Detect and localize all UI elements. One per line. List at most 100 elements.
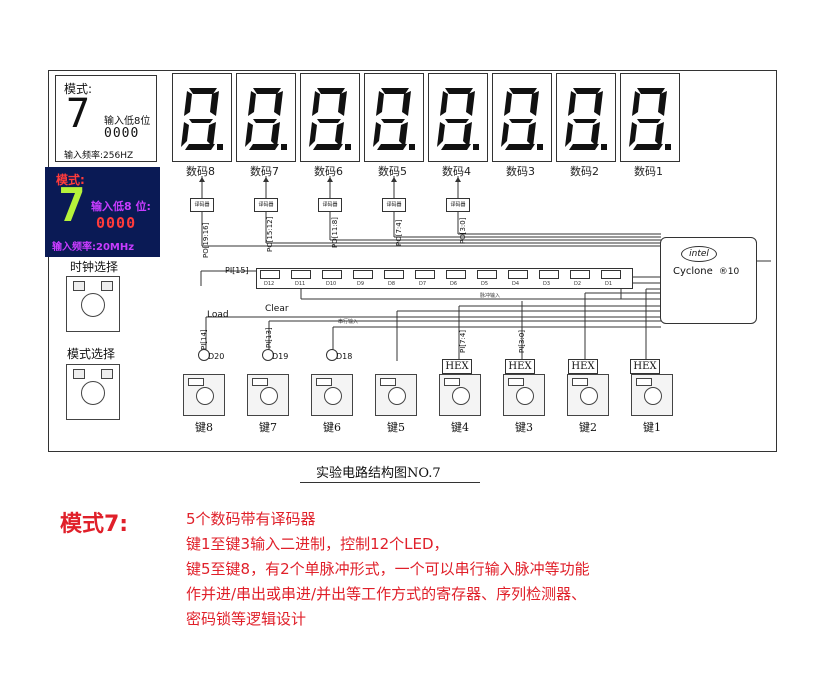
mode-select-pin-right [101,369,113,379]
mode-select-knob [81,381,105,405]
segment-4 [245,122,253,147]
key-4[interactable] [439,374,481,416]
pulse-led-label-d20: D20 [208,352,225,361]
segment-2 [399,122,408,147]
key-2[interactable] [567,374,609,416]
segment-6 [509,119,533,123]
decimal-point [409,144,415,150]
mode-panel-digits: 0000 [104,126,140,141]
po-label-5: PO[3:0] [459,217,467,244]
led-D4 [508,270,528,279]
key-3-knob [516,387,534,405]
hex-indicator-3: HEX [505,359,535,374]
segment-4 [501,122,509,147]
mode-panel-title: 模式: [64,82,93,96]
segment-3 [249,144,279,150]
segment-1 [530,91,539,116]
led-D7 [415,270,435,279]
display-label-4: 数码4 [442,165,471,178]
mode-panel-digit: 7 [66,91,91,137]
seven-seg-glyph-3 [501,88,543,150]
segment-0 [317,88,345,94]
key-7[interactable] [247,374,289,416]
key-8-tab [188,378,204,386]
pulse-led-d20 [198,349,210,361]
key-5[interactable] [375,374,417,416]
segment-5 [184,91,192,116]
key-label-1: 键1 [643,421,661,434]
led-strip [256,268,633,289]
seven-seg-glyph-6 [309,88,351,150]
key-label-8: 键8 [195,421,213,434]
led-label-D7: D7 [419,281,427,287]
segment-1 [338,91,347,116]
display-label-1: 数码1 [634,165,663,178]
clock-select-pin-left [73,281,85,291]
pulse-led-d19 [262,349,274,361]
segment-2 [271,122,280,147]
segment-2 [207,122,216,147]
seven-seg-display-4 [428,73,488,162]
pi15-label: PI[15] [225,266,249,275]
key-8-knob [196,387,214,405]
key-label-5: 键5 [387,421,405,434]
decoder-5: 译码器 [446,198,470,212]
clock-select-knob [81,293,105,317]
led-D8 [384,270,404,279]
mode-select-button[interactable] [66,364,120,420]
display-label-6: 数码6 [314,165,343,178]
key-6[interactable] [311,374,353,416]
desc-line-2: 键1至键3输入二进制，控制12个LED， [186,535,449,553]
pi13-label: PI[13] [265,327,273,348]
led-label-D1: D1 [605,281,613,287]
decimal-point [537,144,543,150]
fpga-chip: intel Cyclone®10 [660,237,757,324]
segment-3 [441,144,471,150]
key-3-tab [508,378,524,386]
segment-5 [568,91,576,116]
led-D3 [539,270,559,279]
segment-6 [253,119,277,123]
led-label-D10: D10 [326,281,337,287]
key-3[interactable] [503,374,545,416]
segment-0 [381,88,409,94]
lcd-digit: 7 [58,178,86,232]
key-6-knob [324,387,342,405]
decimal-point [473,144,479,150]
segment-4 [309,122,317,147]
clock-select-label: 时钟选择 [70,260,119,274]
wire-arrow-1 [199,177,205,182]
desc-line-4: 作并进/串出或串进/并出等工作方式的寄存器、序列检测器、 [186,585,587,603]
segment-4 [629,122,637,147]
pi30-label: PI[3:0] [518,329,526,353]
display-label-3: 数码3 [506,165,535,178]
display-label-8: 数码8 [186,165,215,178]
led-D9 [353,270,373,279]
key-1[interactable] [631,374,673,416]
led-label-D2: D2 [574,281,582,287]
hex-indicator-1: HEX [630,359,660,374]
key-5-knob [388,387,406,405]
key-8[interactable] [183,374,225,416]
seven-seg-glyph-5 [373,88,415,150]
po-label-4: PO[7:4] [395,219,403,246]
key-label-4: 键4 [451,421,469,434]
segment-2 [463,122,472,147]
po-label-2: PO[15:12] [266,216,274,252]
clock-select-pin-right [101,281,113,291]
decoder-2: 译码器 [254,198,278,212]
segment-5 [248,91,256,116]
mode-lcd-panel: 模式: 7 输入低8 位: 0000 输入频率:20MHz [45,167,160,257]
wiring-layer [199,176,771,361]
pulse-led-d18 [326,349,338,361]
clock-select-button[interactable] [66,276,120,332]
segment-1 [274,91,283,116]
seven-seg-glyph-7 [245,88,287,150]
key-5-tab [380,378,396,386]
seven-seg-display-5 [364,73,424,162]
led-D2 [570,270,590,279]
seven-seg-glyph-4 [437,88,479,150]
decoder-1: 译码器 [190,198,214,212]
segment-3 [633,144,663,150]
segment-5 [376,91,384,116]
